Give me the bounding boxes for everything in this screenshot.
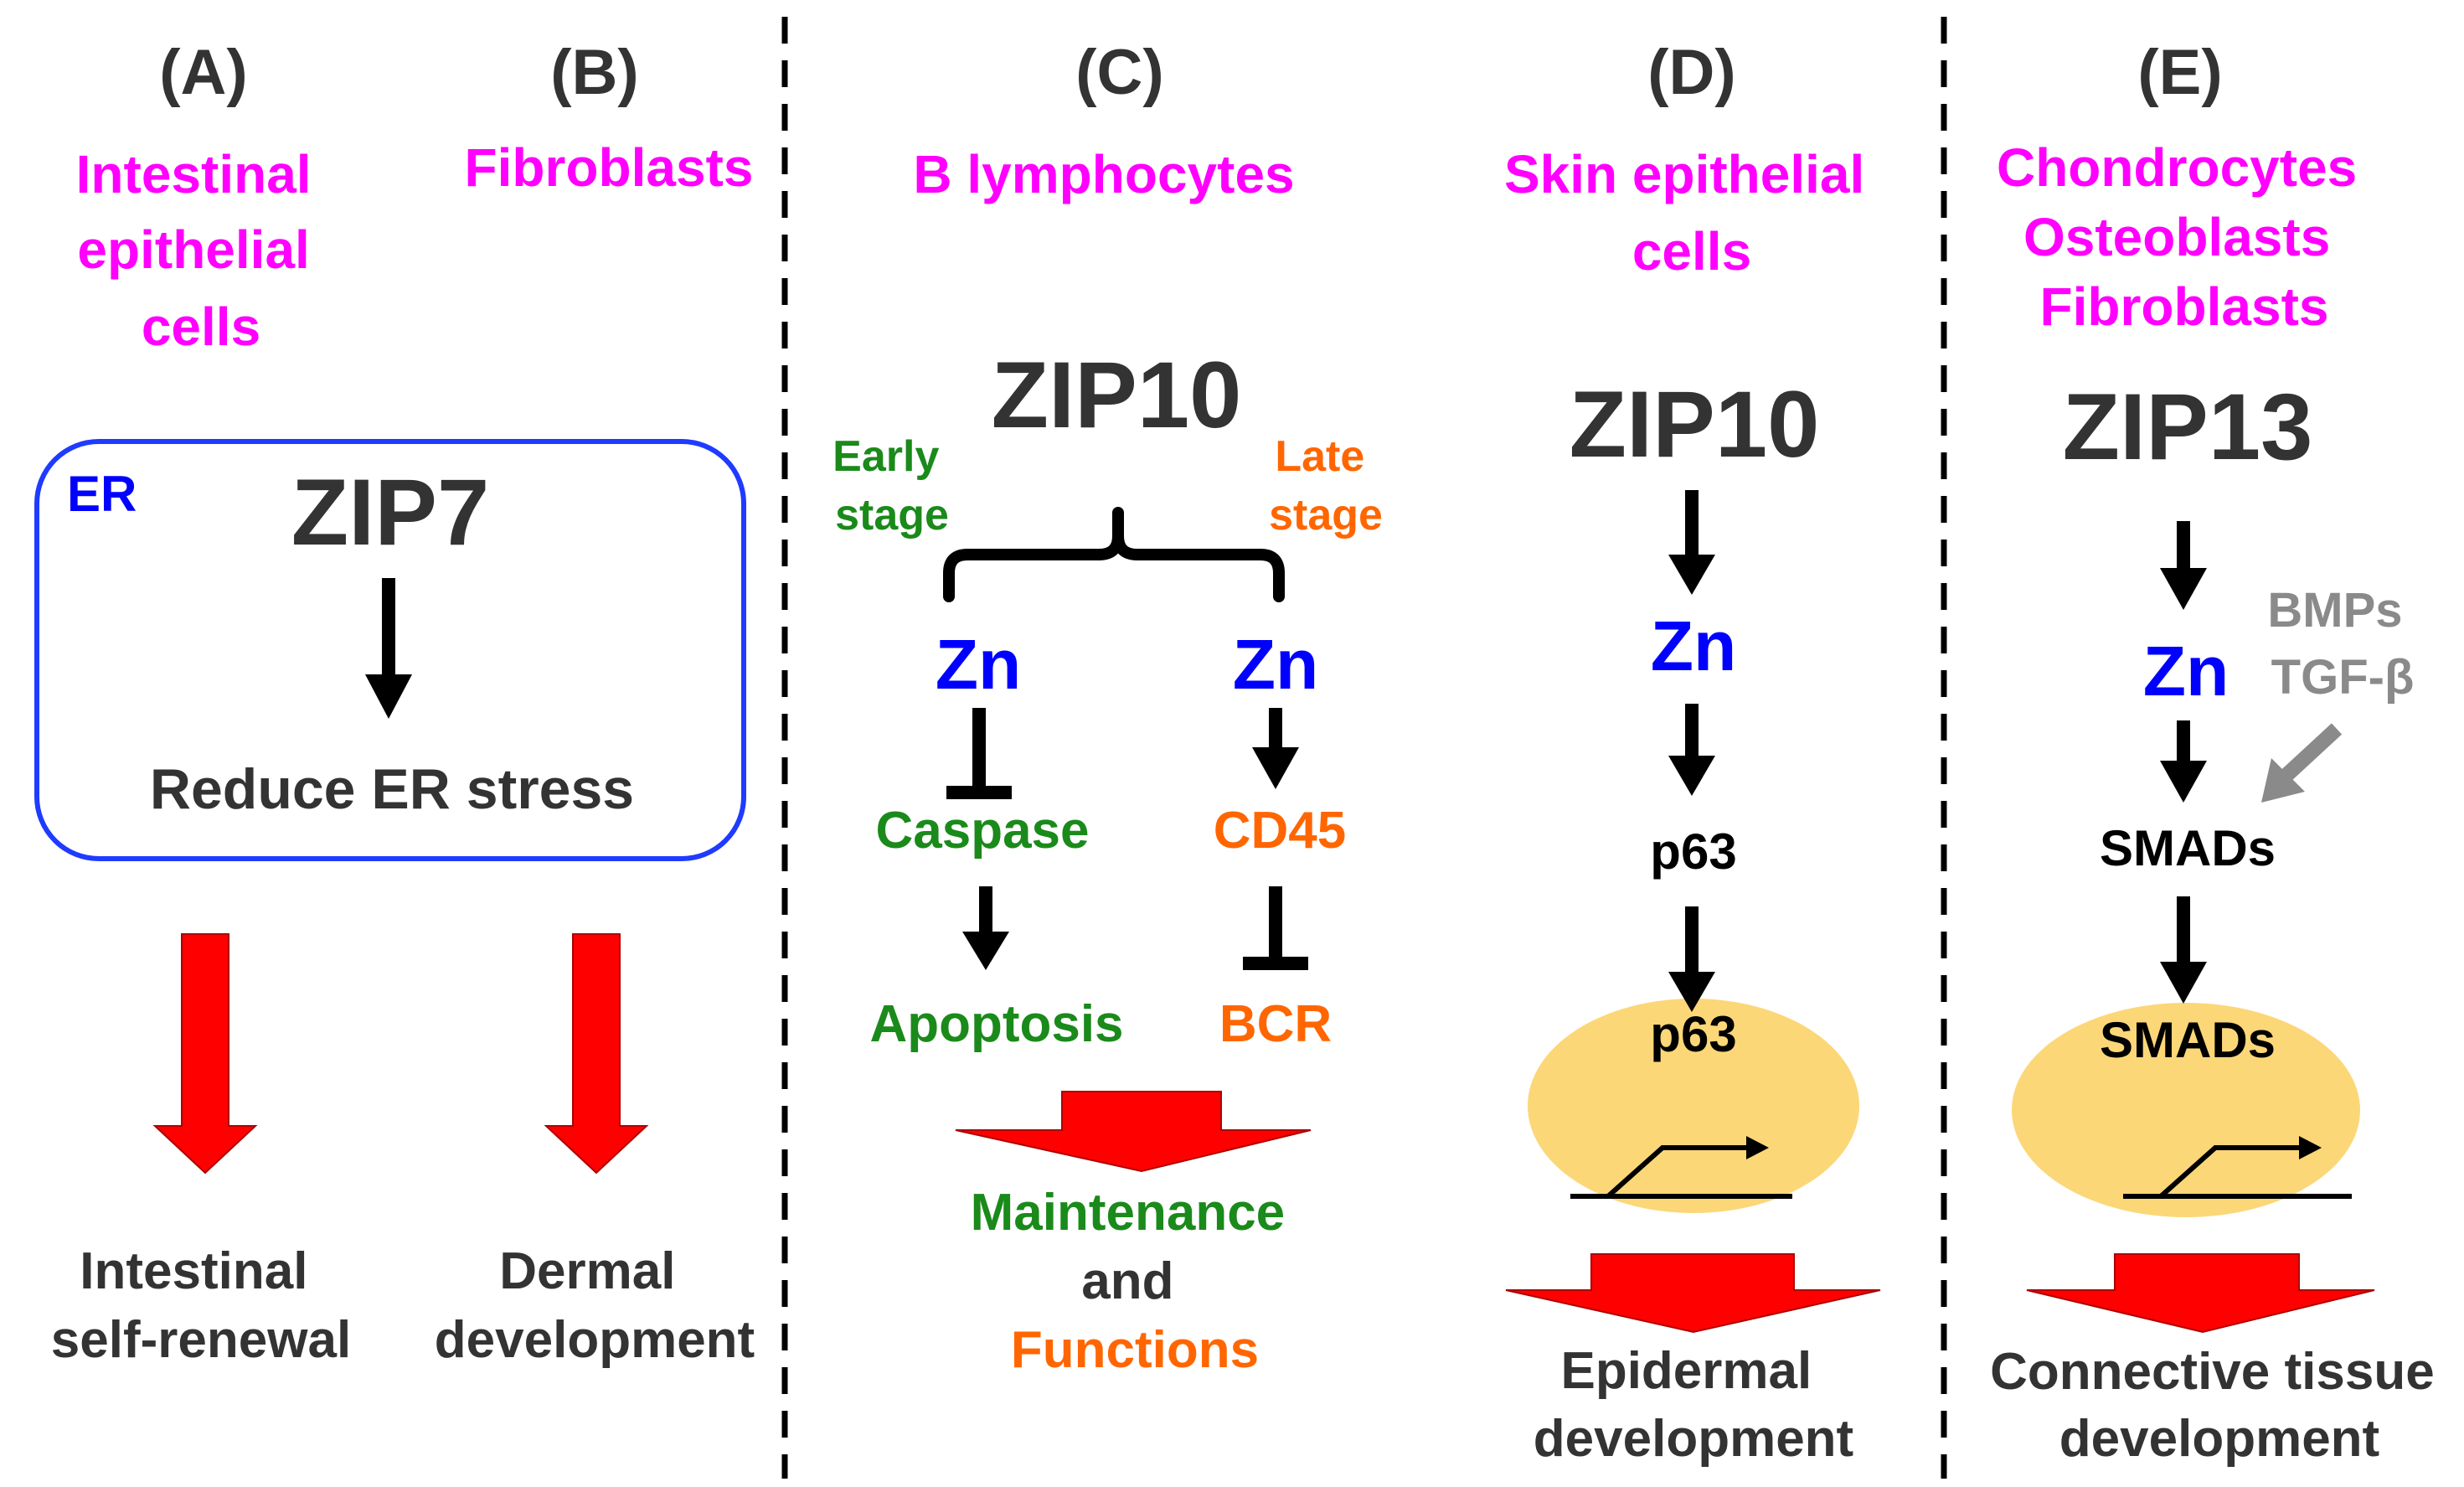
zip7-label: ZIP7 (291, 460, 490, 565)
panel-e-zn: Zn (2143, 632, 2229, 710)
panel-d-arrow-3 (1668, 906, 1715, 1012)
panel-e-smads-cytoplasm: SMADs (2100, 820, 2276, 876)
panel-b-outcome-line2: development (435, 1311, 755, 1369)
panel-e-nucleus (2012, 1003, 2360, 1217)
tgf-beta-label: TGF-β (2271, 650, 2415, 705)
panel-c-zip10-label: ZIP10 (992, 343, 1242, 447)
panel-d-arrow-1 (1668, 490, 1715, 595)
panel-a-outcome-line2: self-renewal (51, 1311, 351, 1369)
panel-c-outcome-line3: Functions (1011, 1321, 1259, 1379)
panel-b-red-arrow (544, 933, 649, 1175)
panel-c-outcome-line1: Maintenance (971, 1184, 1286, 1242)
panel-d-zip10-label: ZIP10 (1570, 372, 1820, 477)
panel-e-outcome-line1: Connective tissue (1990, 1343, 2435, 1401)
zn-inhibits-caspase (946, 708, 1012, 799)
panel-c-zn-left: Zn (936, 625, 1022, 704)
early-stage-label: Early stage (833, 432, 951, 540)
bmps-label: BMPs (2267, 583, 2402, 638)
panel-e-cell-line3: Fibroblasts (2040, 276, 2329, 337)
panel-d-nucleus (1528, 999, 1859, 1213)
panel-a-outcome: Intestinal self-renewal (51, 1242, 351, 1369)
panel-e-cell-line1: Chondrocytes (1997, 137, 2357, 198)
panel-b-cell-type: Fibroblasts (465, 137, 754, 198)
bcr-label: BCR (1219, 995, 1332, 1053)
panel-e-transcription-arrowhead (2299, 1136, 2322, 1159)
panel-e-cell-type: Chondrocytes Osteoblasts Fibroblasts (1997, 137, 2372, 337)
panel-a-cell-type: Intestinal epithelial cells (76, 144, 327, 357)
zip7-arrow (365, 578, 412, 719)
panel-e-cell-line2: Osteoblasts (2023, 207, 2330, 267)
panel-d-red-arrow (1505, 1253, 1881, 1334)
late-stage-label: Late stage (1269, 432, 1383, 540)
panel-d-outcome-line2: development (1534, 1410, 1853, 1468)
panel-d-outcome: Epidermal development (1534, 1342, 1853, 1468)
panel-a-red-arrow (152, 933, 258, 1175)
panel-d-p63-cytoplasm: p63 (1650, 824, 1736, 880)
er-label: ER (67, 466, 137, 522)
caspase-activates-apoptosis (962, 886, 1009, 970)
er-compartment (34, 439, 746, 861)
panel-d-outcome-line1: Epidermal (1560, 1342, 1812, 1400)
panel-d-cell-type: Skin epithelial cells (1504, 144, 1879, 281)
panel-b-outcome: Dermal development (435, 1242, 755, 1369)
panel-e-smads-nucleus: SMADs (2100, 1012, 2276, 1068)
panel-d-transcription-icon (1570, 1145, 1792, 1199)
cd45-inhibits-bcr (1243, 886, 1308, 970)
late-stage-line2: stage (1269, 491, 1383, 540)
panel-a-outcome-line1: Intestinal (80, 1242, 307, 1300)
bmp-signal-arrow (2261, 723, 2343, 803)
panel-a-cell-line1: Intestinal (76, 144, 312, 204)
zn-activates-cd45 (1252, 708, 1299, 789)
panel-c-red-arrow (955, 1091, 1312, 1173)
apoptosis-label: Apoptosis (869, 995, 1123, 1053)
panel-e-outcome: Connective tissue development (1990, 1343, 2449, 1468)
panel-c-zn-right: Zn (1233, 625, 1319, 704)
panel-d-zn: Zn (1651, 607, 1737, 685)
stage-bracket (943, 507, 1285, 602)
panel-d-cell-line1: Skin epithelial (1504, 144, 1864, 204)
panel-e-transcription-icon (2123, 1145, 2352, 1199)
panel-e-arrow-3 (2160, 896, 2207, 1004)
panel-c-cell-type: B lymphocytes (913, 144, 1294, 204)
panel-b-letter: (B) (550, 37, 639, 108)
panel-b-outcome-line1: Dermal (499, 1242, 675, 1300)
panel-a-letter: (A) (159, 37, 248, 108)
zip13-label: ZIP13 (2063, 374, 2313, 479)
panel-e-outcome-line2: development (2059, 1410, 2379, 1468)
panel-e-arrow-2 (2160, 720, 2207, 803)
panel-a-cell-line3: cells (142, 297, 260, 357)
panel-a-cell-line2: epithelial (77, 219, 309, 280)
panel-e-letter: (E) (2137, 37, 2222, 108)
caspase-label: Caspase (875, 802, 1089, 860)
reduce-er-stress-label: Reduce ER stress (150, 757, 634, 821)
panel-d-arrow-2 (1668, 704, 1715, 796)
panel-d-transcription-arrowhead (1746, 1136, 1769, 1159)
early-stage-line2: stage (835, 491, 949, 540)
panel-d-letter: (D) (1647, 37, 1736, 108)
early-stage-line1: Early (833, 432, 939, 481)
panel-d-cell-line2: cells (1632, 221, 1751, 281)
panel-c-outcome: Maintenance and Functions (971, 1184, 1300, 1379)
panel-c-letter: (C) (1075, 37, 1164, 108)
panel-e-red-arrow (2026, 1253, 2375, 1334)
panel-e-arrow-1 (2160, 521, 2207, 610)
late-stage-line1: Late (1275, 432, 1364, 481)
cd45-label: CD45 (1214, 802, 1347, 860)
panel-d-p63-nucleus: p63 (1650, 1006, 1736, 1062)
panel-c-outcome-line2: and (1081, 1252, 1173, 1310)
